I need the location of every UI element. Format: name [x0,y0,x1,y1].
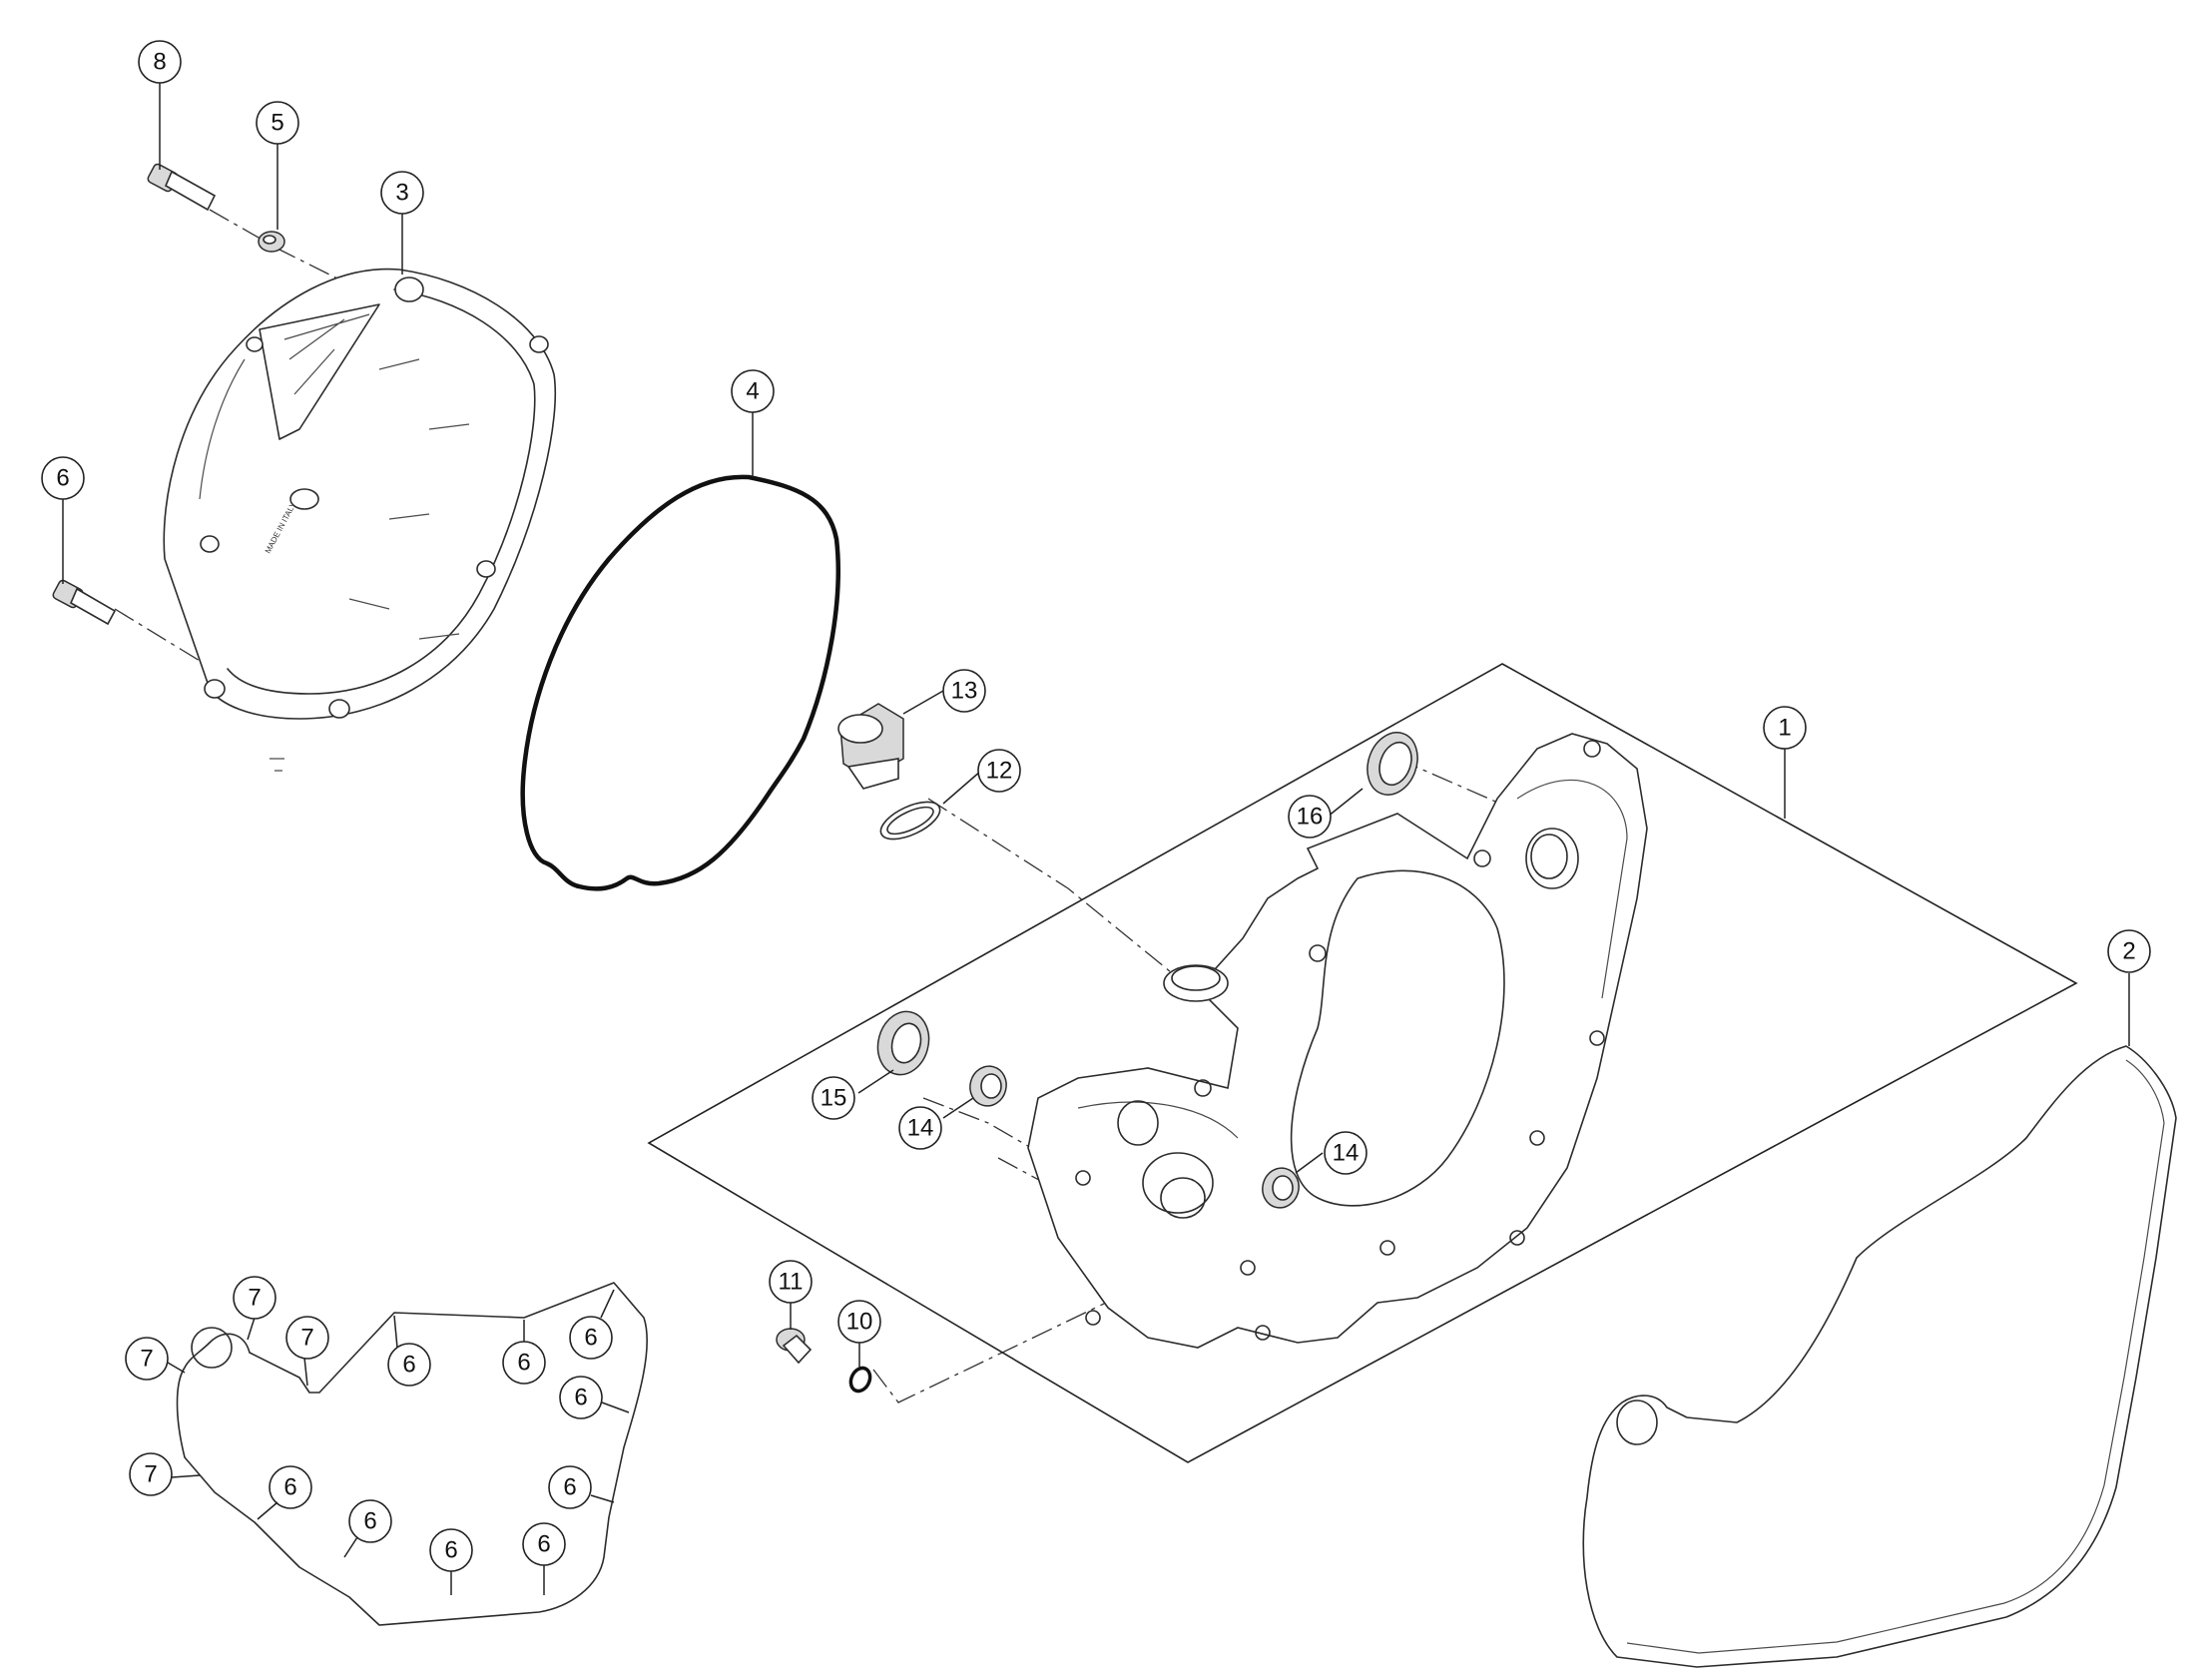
svg-text:6: 6 [537,1531,550,1558]
callout-10: 10 [837,1300,881,1344]
drain-plug-part-11 [776,1328,813,1365]
callout-14-right: 14 [1324,1131,1368,1175]
svg-text:2: 2 [2122,938,2135,965]
svg-text:6: 6 [563,1474,576,1501]
bolt-part-6 [52,579,117,626]
svg-text:6: 6 [584,1325,597,1352]
callout-12: 12 [977,749,1021,793]
svg-text:7: 7 [144,1461,157,1488]
bolt-part-8 [147,163,217,212]
svg-text:7: 7 [300,1325,313,1352]
oil-filler-plug-part-13 [837,703,904,790]
callout-1: 1 [1763,706,1807,750]
callout-4: 4 [731,369,775,413]
svg-text:1: 1 [1778,715,1791,742]
svg-text:15: 15 [821,1085,847,1112]
svg-text:3: 3 [395,180,408,207]
svg-text:6: 6 [283,1474,296,1501]
svg-text:4: 4 [746,378,759,405]
kit-frame-part-1 [647,663,2078,1463]
seal-ring-part-12 [879,801,941,840]
cover-gasket-part-2 [1582,1045,2177,1668]
callout-2: 2 [2107,929,2151,973]
svg-text:16: 16 [1297,804,1324,831]
clutch-cover: MADE IN ITALY [163,268,557,772]
callout-8: 8 [138,40,182,84]
callout-6-gasket-8: 6 [429,1528,473,1572]
callout-6-gasket-3: 6 [569,1316,613,1360]
callout-6-cover-bolt: 6 [41,456,85,500]
callout-7-a: 7 [233,1276,276,1320]
callout-7-d: 7 [129,1452,173,1496]
inner-clutch-cover-part-1 [1027,733,1648,1349]
callout-7-b: 7 [125,1337,169,1381]
bearing-part-14-left [969,1065,1007,1107]
svg-text:7: 7 [248,1285,261,1312]
svg-text:6: 6 [402,1352,415,1379]
callout-6-gasket-1: 6 [387,1343,431,1387]
callout-6-gasket-9: 6 [522,1522,566,1566]
svg-text:6: 6 [517,1350,530,1377]
callout-6-gasket-4: 6 [559,1376,603,1419]
callout-5: 5 [256,101,299,145]
svg-text:6: 6 [56,465,69,492]
bearing-part-14-right [1262,1167,1300,1209]
callout-6-gasket-7: 6 [348,1499,392,1543]
callout-6-gasket-6: 6 [269,1465,312,1509]
callout-6-gasket-2: 6 [502,1341,546,1385]
callout-labels: 8 5 3 6 4 13 12 1 16 2 15 14 14 11 10 7 … [41,40,2151,1572]
svg-text:14: 14 [1333,1140,1360,1167]
svg-text:10: 10 [846,1309,873,1336]
callout-11: 11 [769,1260,813,1304]
shaft-seal-part-15 [876,1010,930,1076]
callout-7-c: 7 [285,1316,329,1360]
svg-text:13: 13 [951,678,978,705]
svg-text:6: 6 [444,1537,457,1564]
callout-3: 3 [380,171,424,215]
callout-14-left: 14 [898,1106,942,1150]
svg-text:12: 12 [986,758,1013,785]
svg-text:8: 8 [153,49,166,76]
gasket-leader-lines [257,1289,630,1595]
callout-6-gasket-5: 6 [548,1465,592,1509]
svg-text:14: 14 [907,1115,934,1142]
washer-part-5 [258,231,285,253]
svg-text:11: 11 [779,1269,804,1296]
svg-text:6: 6 [574,1385,587,1411]
cover-gasket-part-7 [176,1282,649,1626]
cover-o-ring-part-4 [520,474,840,891]
callout-16: 16 [1288,795,1332,839]
leader-lines [62,83,2130,1478]
callout-15: 15 [812,1076,855,1120]
callout-13: 13 [942,669,986,713]
o-ring-part-10 [848,1366,872,1394]
svg-text:7: 7 [140,1346,153,1373]
svg-text:5: 5 [271,110,283,137]
shaft-seal-part-16 [1367,732,1418,796]
svg-text:6: 6 [363,1508,376,1535]
